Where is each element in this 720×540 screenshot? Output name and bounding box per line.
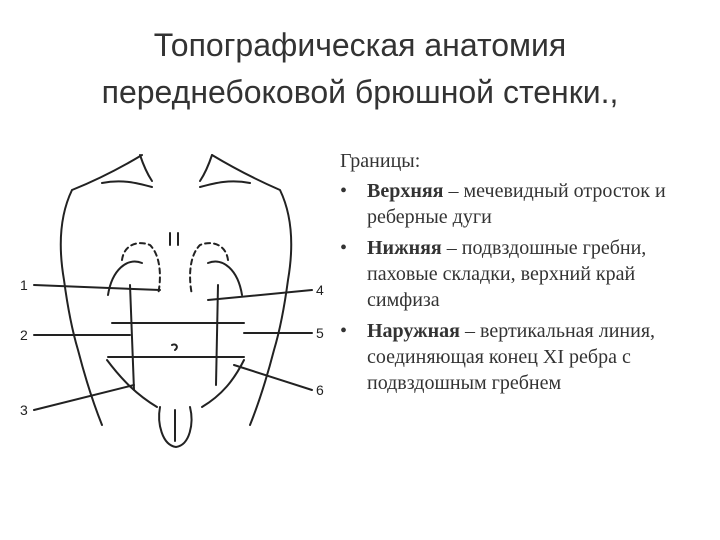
bullet-icon: • bbox=[340, 237, 348, 259]
boundaries-heading: Границы: bbox=[340, 150, 421, 172]
boundaries-panel: Границы: • Верхняя – мечевидный отросток… bbox=[340, 148, 680, 401]
label-4: 4 bbox=[316, 282, 324, 298]
clavicles bbox=[101, 180, 251, 188]
right-vertical-line bbox=[215, 284, 219, 386]
label-5: 5 bbox=[316, 325, 324, 341]
left-vertical-line bbox=[129, 284, 135, 391]
label-6: 6 bbox=[316, 382, 324, 398]
slide-title-line-2: переднебоковой брюшной стенки., bbox=[101, 74, 619, 110]
torso-outline bbox=[59, 154, 293, 426]
bullet-icon: • bbox=[340, 180, 348, 202]
genitals bbox=[158, 406, 193, 448]
boundary-desc-outer: – вертикальная линия, соединяющая конец … bbox=[367, 320, 656, 394]
bullet-icon: • bbox=[340, 320, 348, 342]
label-2: 2 bbox=[20, 327, 28, 343]
navel bbox=[171, 343, 178, 351]
label-3: 3 bbox=[20, 402, 28, 418]
pointer-6 bbox=[233, 364, 313, 391]
costal-arches bbox=[121, 242, 229, 296]
boundary-item-lower: • Нижняя – подвздошные гребни, паховые с… bbox=[340, 235, 680, 313]
xiphoid-marks bbox=[169, 232, 179, 246]
boundary-item-upper: • Верхняя – мечевидный отросток и реберн… bbox=[340, 178, 680, 230]
pointer-4 bbox=[207, 289, 313, 301]
neck bbox=[139, 154, 213, 182]
lateral-arches bbox=[107, 260, 243, 296]
boundary-term-outer: Наружная bbox=[367, 320, 460, 342]
label-1: 1 bbox=[20, 277, 28, 293]
boundary-desc-lower: – подвздошные гребни, паховые складки, в… bbox=[367, 237, 647, 311]
boundary-desc-upper: – мечевидный отросток и реберные дуги bbox=[367, 180, 666, 228]
inguinal-folds bbox=[106, 359, 245, 408]
boundaries-list: • Верхняя – мечевидный отросток и реберн… bbox=[340, 178, 680, 396]
abdominal-wall-diagram: 1 2 3 4 5 6 bbox=[20, 154, 324, 448]
slide-title-line-1: Топографическая анатомия bbox=[153, 27, 567, 63]
boundary-term-upper: Верхняя bbox=[367, 180, 444, 202]
boundary-term-lower: Нижняя bbox=[367, 237, 442, 259]
pointer-3 bbox=[33, 384, 135, 411]
pointer-1 bbox=[33, 284, 161, 291]
slide-title: Топографическая анатомия переднебоковой … bbox=[0, 22, 720, 116]
boundary-item-outer: • Наружная – вертикальная линия, соединя… bbox=[340, 318, 680, 396]
